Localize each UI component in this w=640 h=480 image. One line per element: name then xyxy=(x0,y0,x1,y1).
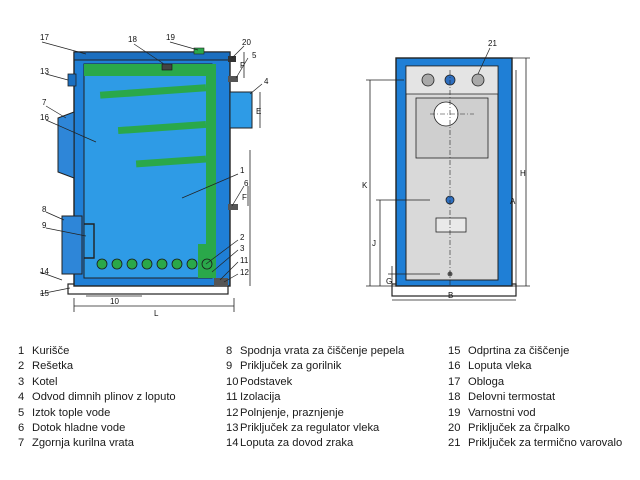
pump-connector xyxy=(228,56,236,62)
side-dim-e: E xyxy=(256,107,261,116)
callout-10: 10 xyxy=(110,297,119,306)
callout-1: 1 xyxy=(240,166,245,175)
safety-pipe xyxy=(193,47,205,55)
callout-19: 19 xyxy=(166,33,175,42)
grate-bars xyxy=(96,258,213,270)
callout-9: 9 xyxy=(42,221,47,230)
front-dim-b: B xyxy=(448,291,453,300)
flue-outlet xyxy=(229,91,253,129)
hot-water-outlet xyxy=(228,76,238,82)
side-dim-f-top: F xyxy=(240,61,245,70)
side-dim-l: L xyxy=(154,309,159,318)
callout-6: 6 xyxy=(244,179,249,188)
callout-15: 15 xyxy=(40,289,49,298)
front-dim-j: J xyxy=(372,239,376,248)
draft-regulator-connector xyxy=(67,73,77,87)
side-dim-f-mid: F xyxy=(242,193,247,202)
callout-20: 20 xyxy=(242,38,251,47)
callout-12: 12 xyxy=(240,268,249,277)
callout-16: 16 xyxy=(40,113,49,122)
front-connector-left xyxy=(421,73,435,87)
side-dimension-lines xyxy=(73,52,261,312)
front-dim-k: K xyxy=(362,181,368,190)
boiler-diagram: F E F L 17 18 19 20 xyxy=(39,33,530,318)
callout-4: 4 xyxy=(264,77,269,86)
callout-5: 5 xyxy=(252,51,257,60)
fill-drain-connector xyxy=(214,278,228,286)
callout-13: 13 xyxy=(40,67,49,76)
callout-7: 7 xyxy=(42,98,47,107)
callout-21: 21 xyxy=(488,39,497,48)
cleaning-opening xyxy=(435,217,467,233)
flue-passages xyxy=(84,64,216,278)
callout-21-leader xyxy=(477,47,491,75)
front-dim-a: A xyxy=(510,197,516,206)
side-view: F E F L 17 18 19 20 xyxy=(39,33,269,318)
callout-2: 2 xyxy=(240,233,245,242)
lower-door xyxy=(61,215,83,275)
callout-8: 8 xyxy=(42,205,47,214)
side-callout-leaders xyxy=(39,41,263,295)
callout-11: 11 xyxy=(240,256,249,265)
upper-door xyxy=(57,111,75,179)
front-dimension-lines xyxy=(366,57,530,301)
working-thermostat xyxy=(161,63,173,71)
front-dim-g: G xyxy=(386,277,392,286)
burner-connector-outline xyxy=(84,223,95,259)
thermal-fuse-connector xyxy=(471,73,485,87)
front-view: K H A J G B 21 xyxy=(362,39,530,301)
cold-water-inlet xyxy=(228,204,238,210)
callout-3: 3 xyxy=(240,244,245,253)
callout-17: 17 xyxy=(40,33,49,42)
callout-14: 14 xyxy=(40,267,49,276)
front-dim-h: H xyxy=(520,169,526,178)
callout-18: 18 xyxy=(128,35,137,44)
